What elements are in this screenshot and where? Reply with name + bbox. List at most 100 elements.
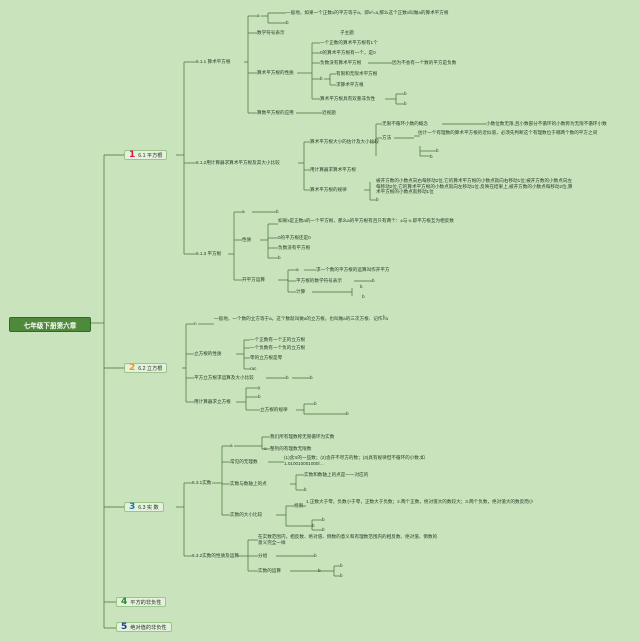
- node-prop-4b[interactable]: 求算术平方根: [336, 82, 364, 87]
- node-63-cmp[interactable]: 实数的大小比较: [230, 512, 263, 517]
- node-op-3[interactable]: 计算: [296, 289, 306, 294]
- node-62-def[interactable]: 一般地，一个数的立方等于a，这个数就叫做a的立方根，也叫做a的三次方根．记作∛a: [214, 316, 388, 321]
- node-63-op-b[interactable]: b: [318, 568, 321, 573]
- node-symbol[interactable]: 数学符号表示: [257, 30, 285, 35]
- node-sq-p4[interactable]: b: [278, 255, 281, 260]
- node-law[interactable]: 算术平方根的规律: [310, 187, 347, 192]
- node-def-text[interactable]: 一般地，如果一个正数x的平方等于a，即x²=a,那么这个正数x叫做a的算术平方根: [286, 10, 449, 15]
- node-prop-4a[interactable]: 有限和无限术平方根: [336, 71, 378, 76]
- node-63-p-v[interactable]: 在实数范围内，相反数、绝对值、倒数的意义和有理数范围内的相反数、绝对值、倒数的意…: [258, 534, 438, 545]
- node-cmp-2v[interactable]: 估计一个有理数的算术平方根的近似值，必须先判断这个有理数位于哪两个数的平方之间: [418, 130, 598, 135]
- node-62-calc[interactable]: 用计算器求立方根: [194, 399, 231, 404]
- node-prop-5a[interactable]: b: [404, 91, 407, 96]
- node-63-a3[interactable]: 整列的有理数无限数: [270, 446, 312, 451]
- node-prop-3[interactable]: 负数没有算术平方根: [320, 60, 362, 65]
- node-62-p4[interactable]: rac: [250, 366, 257, 371]
- node-63-axis-v[interactable]: 实数和数轴上的点是一一对应的: [304, 472, 369, 477]
- node-prop-2[interactable]: 0的算术平方根有一个，是0: [320, 50, 376, 55]
- node-62-n[interactable]: n: [194, 321, 197, 326]
- node-63-cls-b[interactable]: b: [314, 553, 317, 558]
- node-62-p3[interactable]: 零的立方根是零: [250, 355, 283, 360]
- node-63-a[interactable]: a: [230, 443, 233, 448]
- node-6-3-2[interactable]: 6.3.2实数的性质及运算: [192, 553, 239, 558]
- node-op-av[interactable]: 求一个数的平方根的运算叫作开平方: [316, 267, 390, 272]
- node-sq-prop[interactable]: 性质: [242, 237, 252, 242]
- node-cmp-2b[interactable]: b: [430, 154, 433, 159]
- node-63-axis[interactable]: 实数与数轴上的点: [230, 481, 267, 486]
- node-calc[interactable]: 用计算器求算术平方根: [310, 167, 356, 172]
- node-63-axis-b[interactable]: b: [304, 487, 307, 492]
- node-cmp-1[interactable]: 无限不循环小数的概念: [382, 121, 428, 126]
- node-6-3-1[interactable]: 6.3.1实数: [192, 480, 212, 485]
- node-def-a[interactable]: a: [257, 13, 260, 18]
- node-62-calc-y[interactable]: y: [258, 385, 261, 390]
- node-62-prop[interactable]: 立方根的性质: [194, 351, 222, 356]
- node-62-cmp[interactable]: 平方立方根求运算及大小比较: [194, 375, 254, 380]
- node-62-calc-b[interactable]: b: [258, 394, 261, 399]
- node-63-rule-a[interactable]: b: [312, 523, 315, 528]
- node-op-2[interactable]: 平方根的数学符号表示: [296, 278, 342, 283]
- node-def-b[interactable]: b: [286, 20, 289, 25]
- node-63-irr-v[interactable]: (1)含π的一些数；(2)含开不尽方的数；(3)具有规律但不循环的小数,如1.0…: [284, 455, 425, 466]
- node-6-1-2[interactable]: 6.1.2用计算器求算术平方根及其大小比较: [196, 160, 280, 165]
- node-op-a[interactable]: a: [296, 267, 299, 272]
- node-prop-4[interactable]: b: [320, 76, 323, 81]
- node-63-rule[interactable]: 规则: [294, 503, 304, 508]
- node-63-cls[interactable]: 分组: [258, 553, 268, 558]
- node-62-law-a[interactable]: b: [314, 401, 317, 406]
- node-range[interactable]: 算数平方根的应用: [257, 110, 294, 115]
- node-62-p2[interactable]: 一个负数有一个负的立方根: [250, 345, 306, 350]
- node-63-rule-b[interactable]: b: [322, 517, 325, 522]
- chapter-5-number: 5: [121, 622, 128, 632]
- chapter-5-label: 绝对值的非负性: [130, 624, 167, 631]
- node-63-a1[interactable]: 我们所有理数称无限循环为实数: [270, 434, 335, 439]
- chapter-1-label: 6.1 平方根: [138, 152, 163, 159]
- node-6-1-1[interactable]: 6.1.1 算术平方根: [196, 59, 231, 64]
- node-law-b[interactable]: b: [376, 197, 379, 202]
- node-sq-b[interactable]: b: [276, 209, 279, 214]
- node-range-val[interactable]: 近视题: [322, 110, 336, 115]
- node-op[interactable]: 开平方运算: [242, 277, 265, 282]
- chapter-1-number: 1: [129, 150, 136, 160]
- node-63-rule-v[interactable]: 1.正数大于零，负数小于零，正数大于负数；2.两个正数，绝对值大的数较大；3.两…: [306, 499, 534, 504]
- node-cmp[interactable]: 算术平方根大小的估计及大小比较: [310, 139, 379, 144]
- node-law-v[interactable]: 被开方数的小数点向右每移动2位,它的算术平方根的小数点就向右移动1位;被开方数的…: [376, 178, 573, 195]
- node-sq-p1[interactable]: 如果x是正数a的一个平方根，那么a的平方根有且只有两个：±与-x.即平方根互为相…: [278, 218, 454, 223]
- node-prop-5b[interactable]: b: [404, 101, 407, 106]
- node-prop[interactable]: 算术平方根的性质: [257, 70, 294, 75]
- node-62-law[interactable]: 立方根的规律: [260, 407, 288, 412]
- node-sq-p3[interactable]: 负数没有平方根: [278, 245, 311, 250]
- node-63-a2[interactable]: a: [264, 446, 267, 451]
- node-prop-1[interactable]: 一个正数的算术平方根有1个: [320, 40, 378, 45]
- node-62-law-b[interactable]: b: [346, 411, 349, 416]
- node-63-rule-c[interactable]: b: [322, 527, 325, 532]
- node-prop-5[interactable]: 算术平方根具有双重非负性: [320, 96, 376, 101]
- node-cmp-2[interactable]: 方法: [382, 135, 392, 140]
- node-symbol-val[interactable]: 子主题: [340, 30, 354, 35]
- node-op-3b[interactable]: b: [362, 294, 365, 299]
- node-sq-p2[interactable]: 0的平方根还是0: [278, 235, 311, 240]
- node-63-irr[interactable]: 常见的无理数: [230, 459, 258, 464]
- chapter-2-number: 2: [129, 363, 136, 373]
- node-63-op-c[interactable]: b: [340, 573, 343, 578]
- node-63-op[interactable]: 实数的运算: [258, 568, 281, 573]
- node-prop-3b[interactable]: 因为不会有一个数的平方是负数: [392, 60, 457, 65]
- node-62-cmp-b2[interactable]: b: [310, 375, 313, 380]
- chapter-4-number: 4: [121, 597, 128, 607]
- node-op-3a[interactable]: b: [360, 284, 363, 289]
- node-sq-a[interactable]: a: [242, 209, 245, 214]
- node-cmp-2a[interactable]: b: [436, 148, 439, 153]
- node-62-p1[interactable]: 一个正数有一个正的立方根: [250, 337, 306, 342]
- chapter-3-number: 3: [129, 502, 136, 512]
- node-63-op-a[interactable]: b: [340, 563, 343, 568]
- node-cmp-1v[interactable]: 小数位数无限,且小数部分不循环的小数称为无限不循环小数: [486, 121, 607, 126]
- node-6-1-3[interactable]: 6.1.3 平方根: [196, 251, 222, 256]
- node-62-cmp-b1[interactable]: b: [286, 375, 289, 380]
- node-op-2b[interactable]: b: [372, 278, 375, 283]
